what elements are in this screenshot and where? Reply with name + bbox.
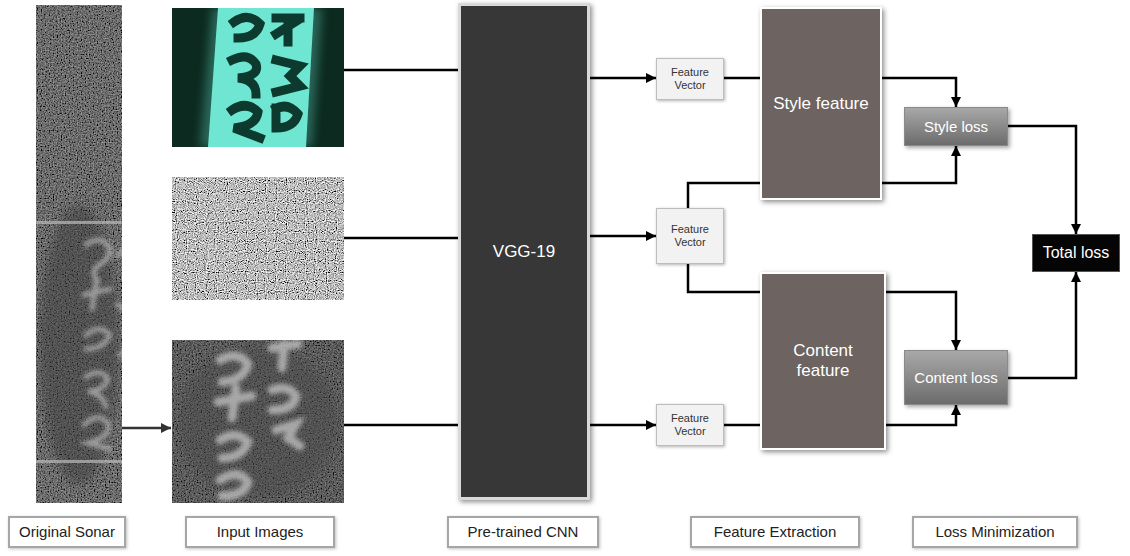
node-text: Input Images bbox=[217, 523, 304, 540]
crop-arrow bbox=[122, 427, 171, 430]
stage-label: Pre-trained CNN bbox=[447, 516, 599, 548]
connector-arrow bbox=[886, 292, 956, 350]
node-text: Total loss bbox=[1043, 244, 1110, 262]
feature-vector: Feature Vector bbox=[656, 208, 724, 264]
image-feed-line bbox=[344, 424, 458, 427]
connector-arrow bbox=[590, 235, 656, 238]
connector-arrow bbox=[1008, 272, 1076, 378]
node-text: Feature Vector bbox=[662, 412, 718, 437]
sonar-strip bbox=[36, 5, 132, 503]
node-text: Content loss bbox=[914, 369, 997, 386]
node-text: Feature Extraction bbox=[714, 523, 837, 540]
node-text: VGG-19 bbox=[493, 242, 555, 262]
cnn-block: VGG-19 bbox=[458, 3, 590, 500]
node-text: Style feature bbox=[773, 94, 868, 114]
node-text: Feature Vector bbox=[662, 223, 718, 248]
node-text: Style loss bbox=[924, 118, 988, 135]
content-image bbox=[172, 340, 344, 503]
image-feed-line bbox=[344, 237, 458, 240]
feature-block: Content feature bbox=[760, 272, 886, 450]
connector-arrow bbox=[886, 405, 956, 425]
total-loss-box: Total loss bbox=[1032, 234, 1120, 272]
node-text: Loss Minimization bbox=[935, 523, 1054, 540]
node-text: Content feature bbox=[767, 341, 879, 380]
loss-box: Content loss bbox=[904, 350, 1008, 405]
image-feed-line bbox=[344, 69, 458, 72]
feature-vector: Feature Vector bbox=[656, 404, 724, 446]
node-text: Feature Vector bbox=[662, 66, 718, 91]
connector-arrow bbox=[882, 146, 956, 183]
stage-label: Input Images bbox=[185, 516, 335, 548]
connector-arrow bbox=[724, 424, 760, 427]
connector-arrow bbox=[1008, 126, 1076, 234]
feature-block: Style feature bbox=[760, 7, 882, 200]
connector-arrow bbox=[590, 424, 656, 427]
connector-arrow bbox=[590, 77, 656, 80]
node-text: Original Sonar bbox=[19, 523, 115, 540]
node-text: Pre-trained CNN bbox=[468, 523, 579, 540]
stage-label: Original Sonar bbox=[8, 516, 126, 548]
stage-label: Loss Minimization bbox=[912, 516, 1078, 548]
noise-image bbox=[172, 177, 344, 300]
connector-arrow bbox=[688, 183, 760, 208]
feature-vector: Feature Vector bbox=[656, 58, 724, 100]
loss-box: Style loss bbox=[904, 107, 1008, 146]
style-image bbox=[172, 8, 344, 147]
stage-label: Feature Extraction bbox=[690, 516, 860, 548]
connector-arrow bbox=[882, 78, 956, 107]
connector-arrow bbox=[688, 264, 760, 292]
connector-arrow bbox=[724, 77, 760, 80]
